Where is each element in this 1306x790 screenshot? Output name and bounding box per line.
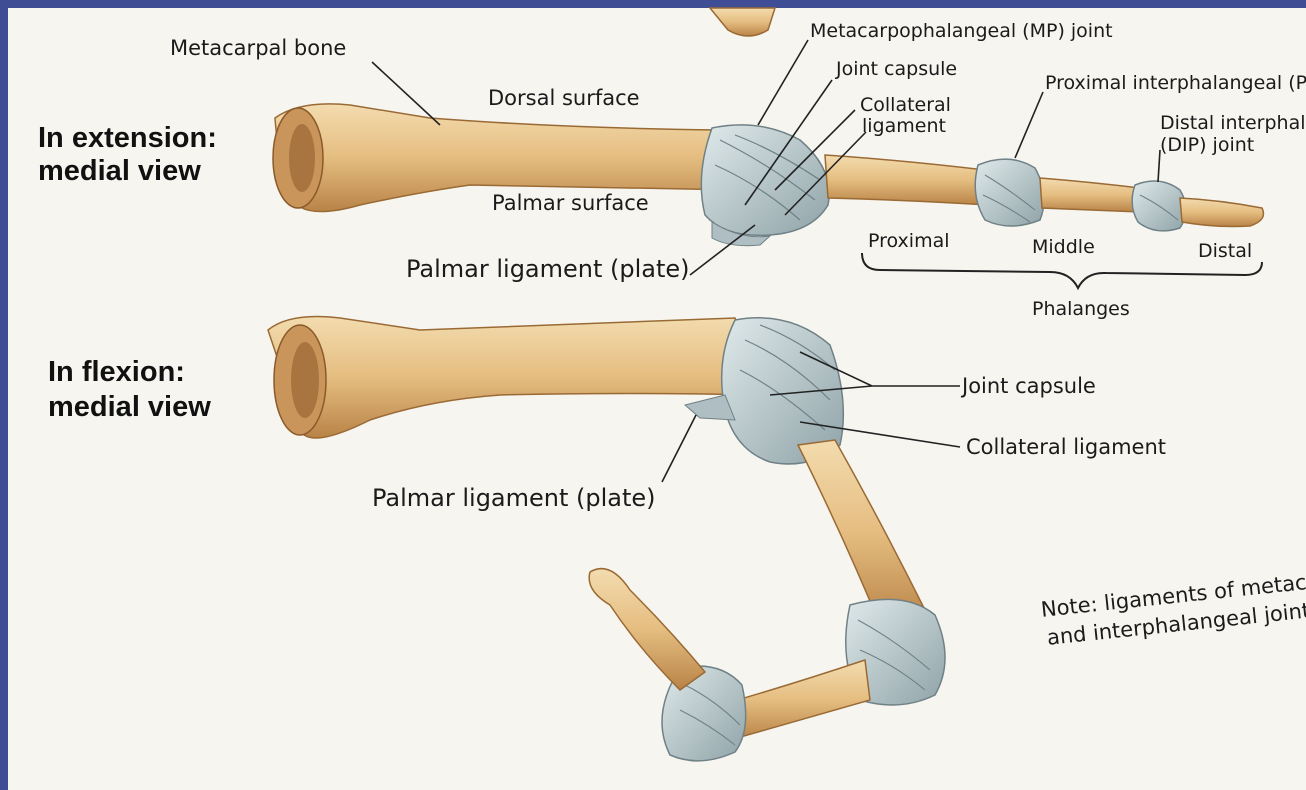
label-palmar-surface: Palmar surface bbox=[492, 193, 649, 214]
label-mp-joint: Metacarpophalangeal (MP) joint bbox=[810, 22, 1113, 41]
pip-joint-capsule bbox=[975, 159, 1044, 226]
label-collateral-ligament-flexion: Collateral ligament bbox=[966, 437, 1166, 458]
label-phalanges: Phalanges bbox=[1032, 300, 1130, 319]
label-dip-line1: Distal interphala bbox=[1160, 114, 1306, 133]
label-metacarpal-bone: Metacarpal bone bbox=[170, 38, 346, 59]
heading-extension-line2: medial view bbox=[38, 155, 201, 187]
heading-flexion-line1: In flexion: bbox=[48, 356, 185, 388]
label-palmar-ligament-extension: Palmar ligament (plate) bbox=[406, 257, 690, 281]
label-dorsal-surface: Dorsal surface bbox=[488, 88, 640, 109]
heading-flexion-line2: medial view bbox=[48, 391, 211, 423]
heading-extension-line1: In extension: bbox=[38, 122, 217, 154]
label-distal-phalanx: Distal bbox=[1198, 242, 1252, 261]
label-collateral-line1: Collateral bbox=[860, 96, 951, 115]
label-joint-capsule-flexion: Joint capsule bbox=[962, 376, 1096, 397]
label-palmar-ligament-flexion: Palmar ligament (plate) bbox=[372, 486, 656, 510]
label-middle-phalanx: Middle bbox=[1032, 238, 1095, 257]
label-collateral-line2: ligament bbox=[862, 117, 946, 136]
label-dip-line2: (DIP) joint bbox=[1160, 136, 1254, 155]
label-joint-capsule-extension: Joint capsule bbox=[836, 60, 957, 79]
label-pip-joint: Proximal interphalangeal (PIP bbox=[1045, 74, 1306, 93]
label-proximal-phalanx: Proximal bbox=[868, 232, 950, 251]
